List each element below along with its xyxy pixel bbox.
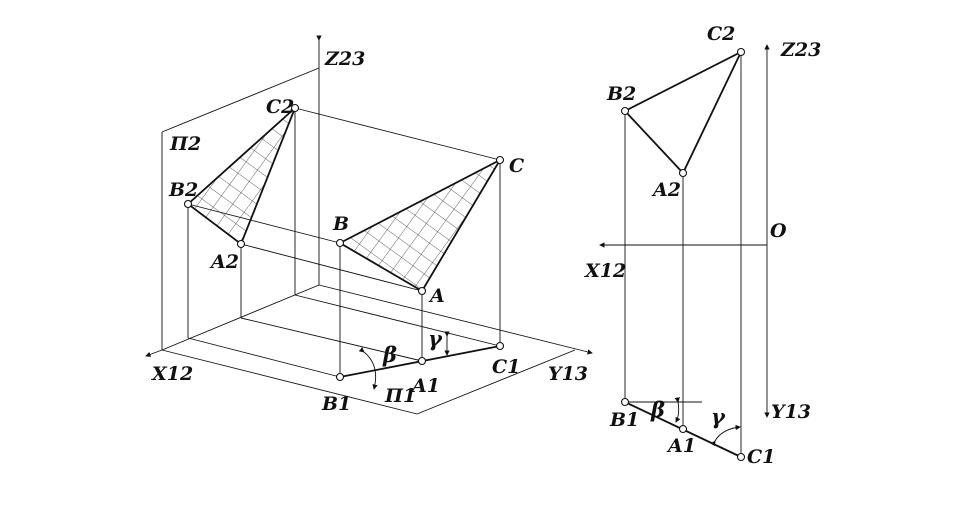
projector-c-base [294, 294, 501, 347]
orthographic-view: C2 Z23 B2 A2 O X12 β γ Y13 B1 A1 C1 [584, 23, 821, 468]
label-gamma-right: γ [711, 404, 726, 429]
label-a1-right: A1 [666, 435, 696, 457]
label-z23: Z23 [324, 48, 365, 70]
angle-gamma-arc-right [710, 424, 741, 447]
triangle-frontal-hatch [188, 108, 295, 244]
label-o: O [770, 220, 787, 242]
point-c2 [290, 103, 300, 113]
point-b1-right [620, 397, 630, 407]
triangle-abc [338, 157, 503, 293]
point-c1-right [736, 452, 746, 462]
triangle-a2b2c2 [186, 107, 296, 246]
label-b: B [332, 213, 349, 235]
angle-beta-arc-right [674, 397, 681, 423]
label-b2-right: B2 [606, 83, 636, 105]
label-a2-right: A2 [651, 179, 681, 201]
projector-a-base [240, 317, 423, 362]
label-b1: B1 [321, 393, 351, 415]
label-c2: C2 [266, 96, 294, 118]
axis-x-inner [161, 284, 320, 351]
label-gamma: γ [428, 326, 443, 351]
label-x12: X12 [151, 363, 193, 385]
label-y13: Y13 [548, 363, 588, 385]
plane-pi2-top-edge [161, 67, 320, 133]
point-c [495, 155, 505, 165]
label-a: A [428, 285, 445, 307]
triangle-frontal-right [623, 49, 743, 175]
point-a1-right [678, 424, 688, 434]
plane-pi1-right-edge [416, 349, 576, 415]
axis-y13 [318, 284, 593, 355]
axis-x12 [145, 349, 163, 357]
label-y13-right: Y13 [771, 401, 811, 423]
projector-c2-c [294, 107, 501, 161]
point-b1 [335, 372, 345, 382]
label-beta: β [382, 342, 397, 367]
label-x12-right: X12 [584, 260, 626, 282]
axonometric-view: П2 Z23 C2 B2 A2 B C A β γ X12 B1 П1 A1 C… [145, 35, 593, 415]
label-beta-right: β [650, 397, 665, 422]
angle-beta-arc [358, 347, 378, 390]
projector-b-base [187, 337, 341, 378]
label-b2: B2 [168, 179, 198, 201]
label-b1-right: B1 [609, 409, 639, 431]
label-pi1: П1 [384, 385, 416, 407]
label-z23-right: Z23 [780, 39, 821, 61]
point-b2 [183, 199, 193, 209]
point-c1 [495, 341, 505, 351]
triangle-space-hatch [340, 160, 500, 291]
point-a2-right [678, 168, 688, 178]
point-a1 [417, 356, 427, 366]
point-b2-right [620, 106, 630, 116]
projector-a2-a [240, 243, 423, 292]
label-a2: A2 [209, 251, 239, 273]
label-a1: A1 [410, 375, 440, 397]
label-c: C [509, 155, 524, 177]
label-c2-right: C2 [707, 23, 735, 45]
point-a2 [236, 239, 246, 249]
point-b [335, 238, 345, 248]
point-c2-right [736, 47, 746, 57]
point-a [417, 286, 427, 296]
plane-pi1-front-edge [161, 349, 418, 415]
label-pi2: П2 [169, 133, 201, 155]
label-c1: C1 [492, 356, 520, 378]
label-c1-right: C1 [747, 446, 775, 468]
